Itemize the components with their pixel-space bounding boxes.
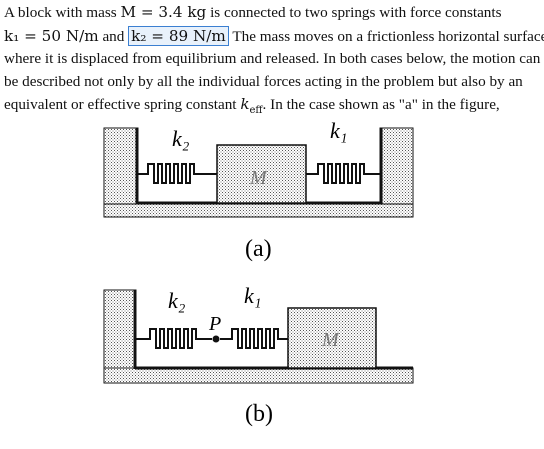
label-point-p: P — [208, 313, 221, 335]
caption-a: (a) — [245, 236, 272, 262]
k2-value-highlight[interactable]: k₂ = 89 N/m — [128, 25, 229, 46]
text-fragment: is connected to two springs with force c… — [206, 4, 502, 21]
floor-a — [103, 202, 414, 218]
label-k1-a: k₁ — [330, 118, 347, 143]
spring-k1-b — [220, 328, 288, 349]
caption-b: (b) — [245, 401, 273, 427]
keff-symbol: keff — [240, 95, 263, 117]
label-k2-b: k₂ — [168, 288, 186, 313]
floor-b — [103, 367, 414, 384]
problem-line-3: where it is displaced from equilibrium a… — [4, 50, 541, 68]
label-k1-b: k₁ — [244, 283, 261, 308]
keff-subscript: eff — [249, 105, 263, 117]
label-block-a: M — [249, 167, 268, 189]
block-b — [287, 307, 377, 369]
label-k2-a: k₂ — [172, 126, 190, 151]
figure-a — [103, 127, 414, 218]
right-wall-a — [379, 127, 414, 205]
text-fragment: equivalent or effective spring constant — [4, 96, 241, 114]
problem-line-5: equivalent or effective spring constant … — [4, 93, 540, 123]
figure-b — [103, 289, 414, 384]
k1-value: k₁ = 50 N/m — [4, 26, 99, 45]
problem-statement: A block with mass M = 3.4 kg is connecte… — [4, 1, 544, 123]
junction-point-p — [212, 335, 220, 343]
text-fragment: and — [98, 27, 129, 45]
problem-line-2: k₁ = 50 N/m and k₂ = 89 N/m The mass mov… — [4, 25, 544, 49]
spring-k2-b — [136, 328, 212, 349]
text-fragment: . In the case shown as "a" in the figure… — [262, 96, 500, 114]
spring-k2-a — [138, 163, 217, 184]
spring-k1-a — [306, 163, 380, 184]
problem-line-1: A block with mass M = 3.4 kg is connecte… — [4, 1, 540, 25]
keff-letter: k — [240, 95, 250, 114]
left-wall-b — [103, 289, 137, 369]
text-fragment: The mass moves on a frictionless horizon… — [228, 27, 544, 45]
problem-line-4: be described not only by all the individ… — [4, 72, 523, 90]
left-wall-a — [103, 127, 139, 205]
label-block-b: M — [321, 329, 340, 351]
mass-value: M = 3.4 kg — [120, 3, 207, 21]
text-fragment: A block with mass — [4, 4, 121, 21]
